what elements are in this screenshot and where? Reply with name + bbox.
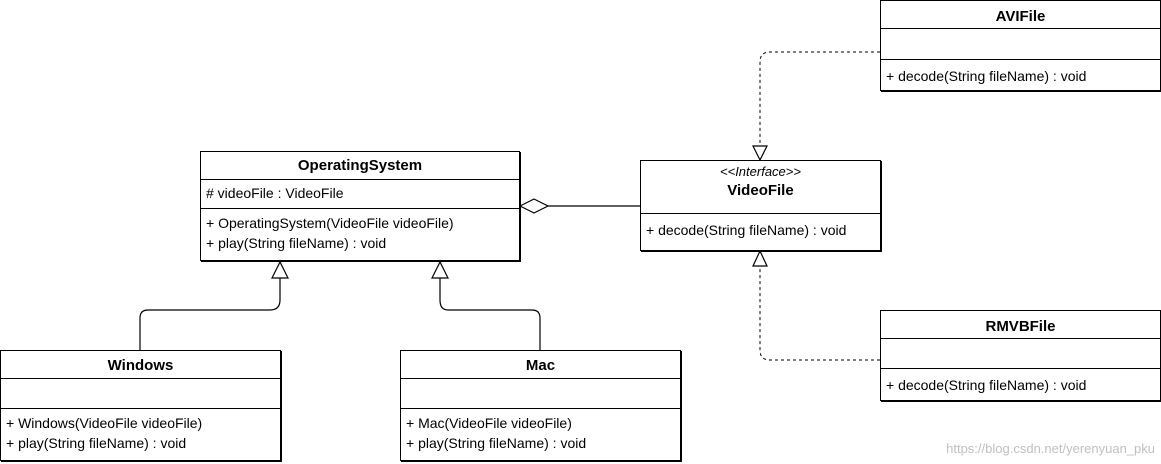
rmvbfile-realization-line bbox=[759, 266, 880, 361]
windows-generalization-arrowhead bbox=[271, 260, 289, 279]
avifile-realization-line bbox=[759, 51, 880, 146]
class-rmvbfile-attributes bbox=[881, 339, 1160, 369]
operation-play: + play(String fileName) : void bbox=[6, 435, 187, 451]
operation-play: + play(String fileName) : void bbox=[206, 235, 387, 251]
class-operatingsystem-operations: + OperatingSystem(VideoFile videoFile) +… bbox=[201, 209, 519, 257]
operation-decode: + decode(String fileName) : void bbox=[886, 68, 1087, 84]
interface-stereotype: <<Interface>> bbox=[720, 164, 801, 179]
interface-videofile-name: VideoFile bbox=[727, 182, 794, 199]
class-mac-operations: + Mac(VideoFile videoFile) + play(String… bbox=[401, 409, 680, 457]
class-mac-name: Mac bbox=[401, 351, 680, 379]
class-rmvbfile: RMVBFile + decode(String fileName) : voi… bbox=[880, 310, 1161, 401]
interface-videofile: <<Interface>> VideoFile + decode(String … bbox=[640, 160, 881, 251]
class-operatingsystem-name: OperatingSystem bbox=[201, 152, 519, 180]
class-rmvbfile-operations: + decode(String fileName) : void bbox=[881, 369, 1160, 399]
rmvbfile-realization-arrowhead bbox=[752, 249, 768, 267]
operation-decode: + decode(String fileName) : void bbox=[646, 222, 847, 238]
class-avifile-operations: + decode(String fileName) : void bbox=[881, 60, 1160, 90]
class-operatingsystem-attributes: # videoFile : VideoFile bbox=[201, 180, 519, 209]
class-avifile-attributes bbox=[881, 29, 1160, 60]
class-windows-name: Windows bbox=[1, 351, 280, 379]
mac-generalization-line bbox=[439, 278, 541, 350]
windows-generalization-line bbox=[139, 278, 281, 350]
class-windows-attributes bbox=[1, 379, 280, 409]
operation-decode: + decode(String fileName) : void bbox=[886, 377, 1087, 393]
class-windows-operations: + Windows(VideoFile videoFile) + play(St… bbox=[1, 409, 280, 457]
class-avifile-name: AVIFile bbox=[881, 1, 1160, 29]
class-windows: Windows + Windows(VideoFile videoFile) +… bbox=[0, 350, 281, 461]
avifile-realization-arrowhead bbox=[752, 145, 768, 162]
interface-videofile-operations: + decode(String fileName) : void bbox=[641, 214, 880, 244]
aggregation-diamond bbox=[518, 198, 550, 214]
operation-windows-constructor: + Windows(VideoFile videoFile) bbox=[6, 415, 203, 431]
class-operatingsystem: OperatingSystem # videoFile : VideoFile … bbox=[200, 151, 520, 261]
operation-operatingsystem-constructor: + OperatingSystem(VideoFile videoFile) bbox=[206, 215, 454, 231]
interface-videofile-header: <<Interface>> VideoFile bbox=[641, 161, 880, 214]
attribute-videofile: # videoFile : VideoFile bbox=[206, 185, 344, 201]
class-mac: Mac + Mac(VideoFile videoFile) + play(St… bbox=[400, 350, 681, 461]
mac-generalization-arrowhead bbox=[431, 260, 449, 279]
watermark-text: https://blog.csdn.net/yerenyuan_pku bbox=[946, 441, 1155, 456]
class-rmvbfile-name: RMVBFile bbox=[881, 311, 1160, 339]
class-avifile: AVIFile + decode(String fileName) : void bbox=[880, 0, 1161, 91]
operation-mac-constructor: + Mac(VideoFile videoFile) bbox=[406, 415, 572, 431]
class-mac-attributes bbox=[401, 379, 680, 409]
operation-play: + play(String fileName) : void bbox=[406, 435, 587, 451]
